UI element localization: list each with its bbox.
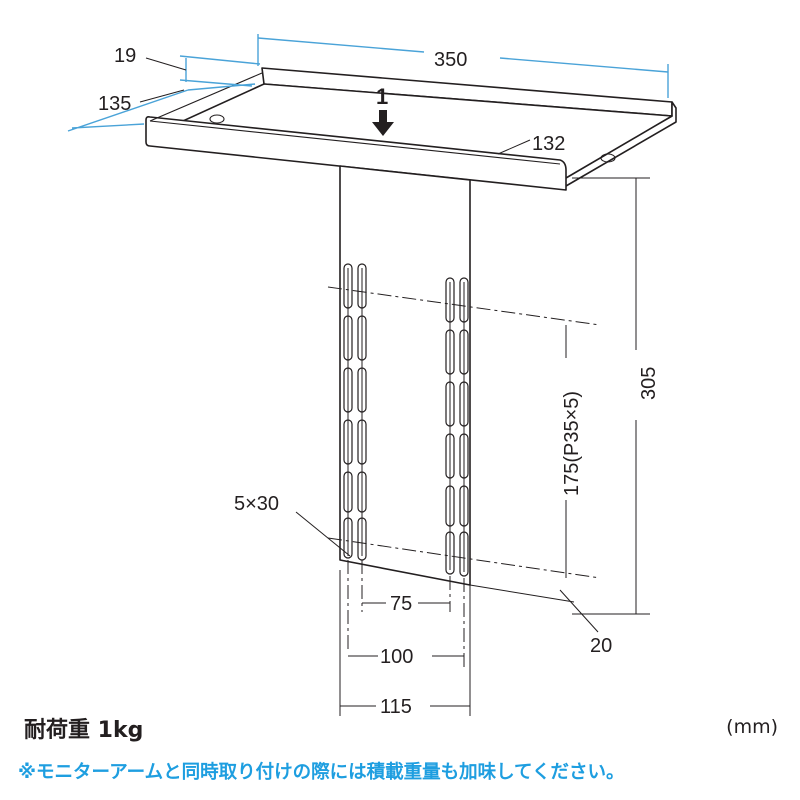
dim-20: 20 [590, 635, 612, 657]
dim-slot-pitch: 175(P35×5) [561, 391, 583, 496]
dim-100: 100 [380, 646, 413, 668]
dim-350: 350 [434, 49, 467, 71]
dim-115: 115 [380, 696, 412, 718]
dim-305: 305 [638, 367, 660, 400]
caution-note: ※モニターアームと同時取り付けの際には積載重量も加味してください。 [18, 762, 625, 783]
dim-135: 135 [98, 93, 131, 115]
dim-132: 132 [532, 133, 565, 155]
load-arrow [372, 110, 394, 136]
dim-19: 19 [114, 45, 136, 67]
leader-lines [139, 57, 650, 716]
top-tray [145, 67, 677, 191]
dim-75: 75 [390, 593, 412, 615]
load-capacity: 耐荷重 1kg [24, 718, 144, 743]
mounting-slots [343, 263, 469, 577]
arrow-number: 1 [376, 84, 388, 109]
unit-label: (mm) [726, 716, 778, 738]
dim-slot-size: 5×30 [234, 493, 279, 515]
